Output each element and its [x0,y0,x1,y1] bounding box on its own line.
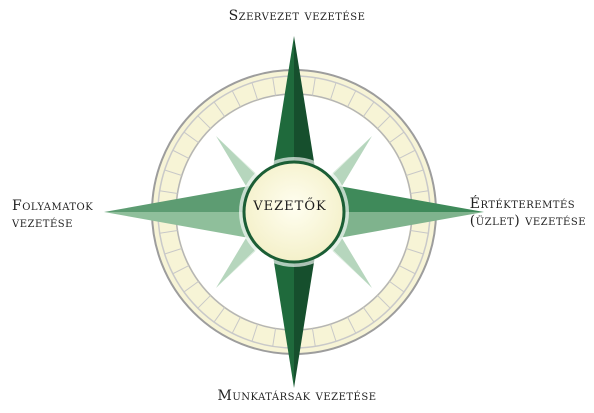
label-bottom: Munkatársak vezetése [0,388,594,405]
label-right-line-1: Értékteremtés [470,196,586,213]
label-left-line-2: vezetése [12,215,93,232]
center-label: vezetők [240,194,340,215]
label-top: Szervezet vezetése [0,8,594,25]
label-right: Értékteremtés (üzlet) vezetése [470,196,586,230]
label-left-line-1: Folyamatok [12,198,93,215]
label-left: Folyamatok vezetése [12,198,93,232]
label-right-line-2: (üzlet) vezetése [470,213,586,230]
